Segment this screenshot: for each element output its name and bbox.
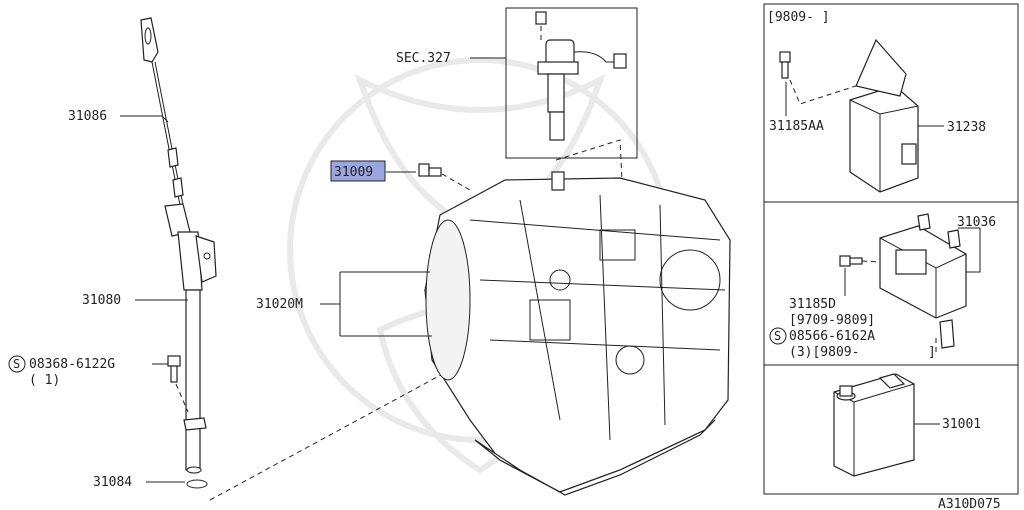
plug-part[interactable] — [418, 163, 442, 177]
highlight-31009[interactable] — [330, 160, 386, 182]
svg-text:S: S — [774, 329, 781, 343]
label-31020m: 31020M — [256, 297, 303, 312]
unit-31036-part[interactable] — [879, 213, 967, 349]
label-31185d: 31185D — [789, 297, 836, 312]
label-screw-qty-date: (3)[9809- — [789, 345, 859, 360]
dipstick-part[interactable] — [140, 17, 184, 206]
s-mark-symbol: S — [8, 355, 26, 373]
sec327-inset-box — [505, 7, 638, 159]
label-bolt-date-mid: [9709-9809] — [789, 313, 875, 328]
diagram-code: A310D075 — [938, 497, 1001, 510]
label-sec327: SEC.327 — [396, 51, 451, 66]
label-31080: 31080 — [82, 293, 121, 308]
bolt-31185aa-part[interactable] — [779, 51, 791, 79]
right-panel-frame — [763, 3, 1019, 495]
label-31185aa: 31185AA — [769, 119, 824, 134]
unit-31238-part[interactable] — [849, 38, 919, 193]
label-31009: 31009 — [334, 165, 373, 180]
label-bolt-code: 08368-6122G — [29, 357, 115, 372]
o-ring-part[interactable] — [186, 479, 208, 489]
label-date-range-top: [9809- ] — [767, 10, 830, 25]
svg-text:S: S — [13, 357, 20, 371]
can-31001-part[interactable] — [833, 373, 915, 477]
label-screw-close: ] — [928, 345, 936, 360]
label-31036: 31036 — [957, 215, 996, 230]
bolt-31185d-part[interactable] — [839, 255, 863, 267]
s-mark-symbol-mid: S — [769, 327, 787, 345]
label-31001: 31001 — [942, 417, 981, 432]
label-31086: 31086 — [68, 109, 107, 124]
bolt-part[interactable] — [167, 355, 181, 383]
label-bolt-qty: ( 1) — [29, 373, 60, 388]
speed-sensor-part[interactable] — [535, 11, 627, 141]
label-31238: 31238 — [947, 120, 986, 135]
label-31084: 31084 — [93, 475, 132, 490]
label-screw-code: 08566-6162A — [789, 329, 875, 344]
transmission-part[interactable] — [424, 171, 731, 496]
charging-pipe-part[interactable] — [164, 203, 217, 474]
